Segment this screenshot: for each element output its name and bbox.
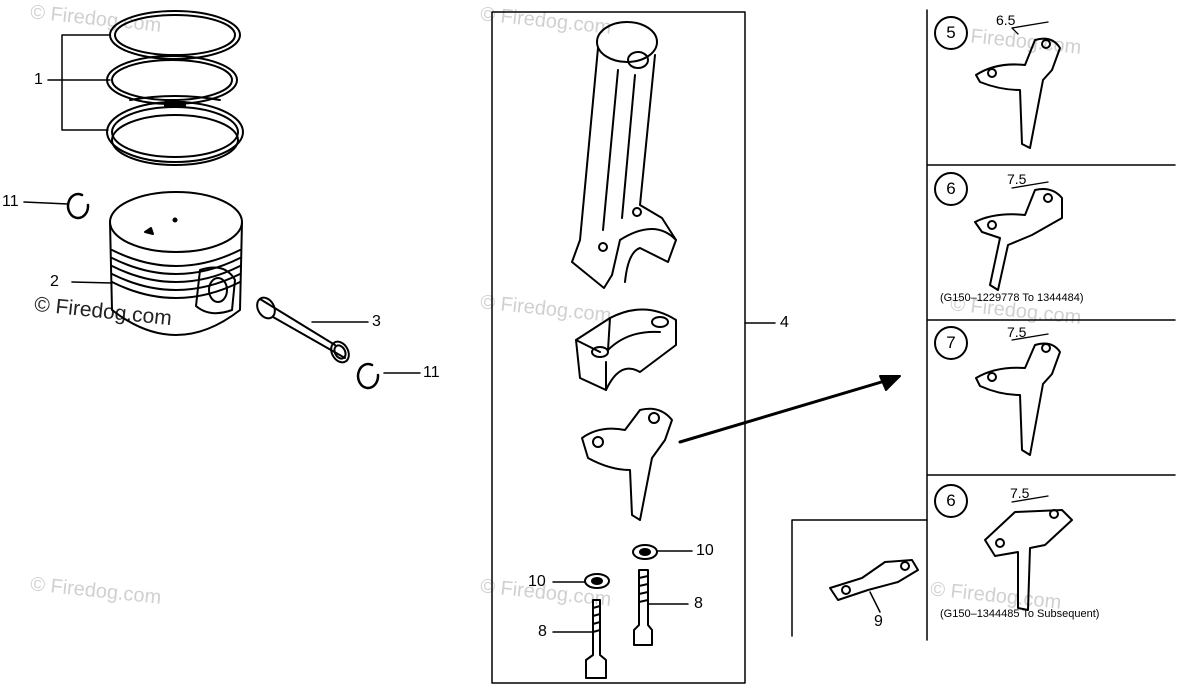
leader-line-9 — [869, 591, 881, 613]
callout-clip-left: 11 — [2, 193, 19, 210]
callout-bolt-right: 8 — [694, 595, 703, 612]
variant-dimension: 7.5 — [1010, 485, 1030, 501]
callout-piston: 2 — [50, 273, 59, 290]
callout-washer-left: 10 — [528, 573, 546, 590]
washer-right — [632, 544, 658, 560]
callout-washer-right: 10 — [696, 542, 714, 559]
callout-cap-bracket: 9 — [874, 613, 883, 630]
variant-circle: 6 — [934, 484, 968, 518]
bolt-left — [585, 599, 607, 679]
indication-arrowhead — [879, 375, 901, 391]
variant-7-bracket — [975, 333, 1061, 456]
variant-6a-bracket — [974, 181, 1063, 291]
variant-panel-frame — [926, 9, 1176, 641]
cap-bracket-frame — [791, 519, 928, 637]
variant-6b-bracket — [984, 495, 1073, 611]
ring-bracket-line — [61, 34, 111, 131]
piston — [109, 191, 243, 336]
variant-circle: 6 — [934, 172, 968, 206]
washer-left — [584, 573, 610, 589]
callout-bolt-left: 8 — [538, 623, 547, 640]
bolt-right — [633, 569, 653, 646]
indication-arrow — [678, 376, 897, 444]
variant-dimension: 6.5 — [996, 12, 1016, 28]
variant-circle: 7 — [934, 326, 968, 360]
variant-serial-note: (G150–1344485 To Subsequent) — [940, 608, 1100, 620]
piston-ring-set — [106, 10, 244, 166]
variant-5-bracket — [975, 21, 1061, 149]
variant-serial-note: (G150–1229778 To 1344484) — [940, 292, 1084, 304]
callout-rod-assembly: 4 — [780, 314, 789, 331]
leader-line-2 — [71, 281, 113, 284]
callout-clip-right: 11 — [423, 364, 440, 381]
leader-line-11-left — [23, 201, 69, 205]
circlip-left — [66, 192, 90, 220]
variant-circle: 5 — [934, 16, 968, 50]
rod-assembly-frame — [491, 11, 746, 684]
variant-dimension: 7.5 — [1007, 324, 1027, 340]
piston-pin — [256, 296, 350, 364]
circlip-right — [356, 362, 380, 390]
callout-pin: 3 — [372, 313, 381, 330]
callout-rings: 1 — [34, 71, 43, 88]
cap-bracket — [829, 559, 919, 601]
lock-plate — [581, 407, 673, 521]
rod-cap — [575, 308, 677, 391]
variant-dimension: 7.5 — [1007, 171, 1027, 187]
connecting-rod — [571, 21, 677, 289]
